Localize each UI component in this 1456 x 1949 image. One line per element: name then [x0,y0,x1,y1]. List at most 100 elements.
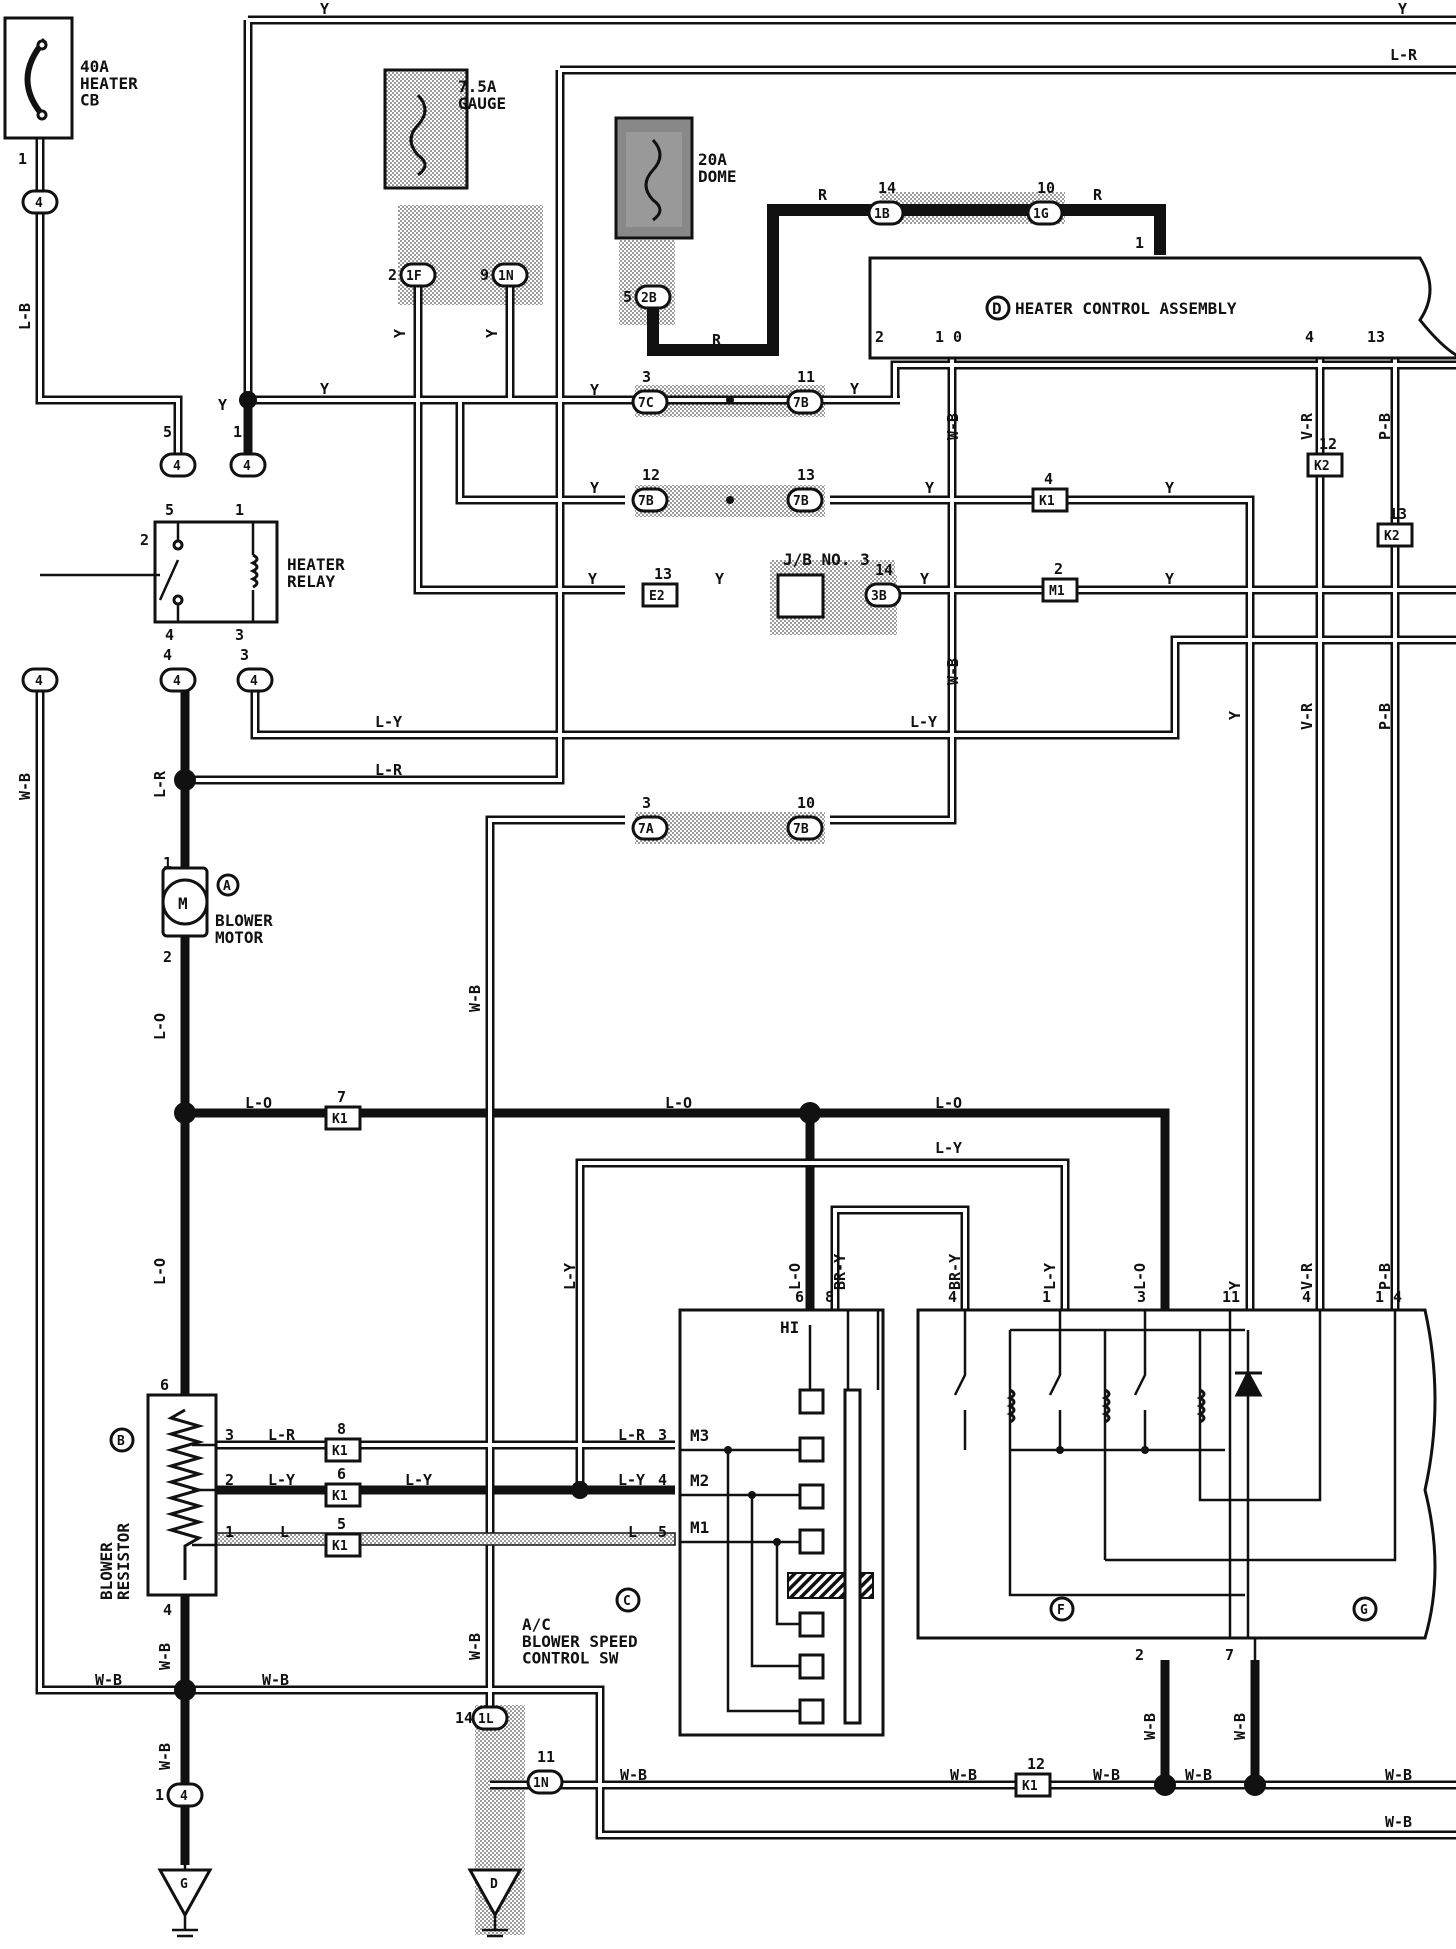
wire-color-label: W-B [1231,1713,1249,1740]
speed-sw-letter: C [623,1594,631,1609]
wire-color-label: L-Y [561,1263,579,1290]
wire-color-label: Y [925,479,934,497]
pin-number: 3 [235,626,244,644]
wire-color-label: W-B [156,1643,174,1670]
connector-4: 4 [35,196,43,211]
wire-color-label: L-Y [1041,1263,1059,1290]
jb3-title: J/B NO. 3 [783,550,870,569]
wire-color-label: W-B [620,1766,647,1784]
pin-number: 1 4 [1375,1288,1402,1306]
wire-color-label: R [712,331,722,349]
pin-number: 1 0 [935,328,962,346]
wire-color-label: L-Y [268,1471,295,1489]
wire-cores [38,18,1456,1837]
pin-number: 2 [163,948,172,966]
blower-resistor-title: BLOWERRESISTOR [97,1523,133,1600]
wire-color-label: W-B [95,1671,122,1689]
ground-d-letter: D [490,1877,498,1892]
connector-k1: K1 [332,1489,348,1504]
wire-color-label: L-R [268,1426,296,1444]
wire-color-label: L-B [16,303,34,330]
wire-color-label: BR-Y [946,1254,964,1290]
wire-color-label: L-O [665,1094,692,1112]
pin-number: 11 [797,368,815,386]
wire-color-label: W-B [1185,1766,1212,1784]
wire-color-label: L-O [151,1013,169,1040]
wire-color-label: L-Y [375,713,402,731]
wire-color-label: Y [320,380,329,398]
blower-resistor-letter: B [117,1434,125,1449]
pin-number: 8 [337,1420,346,1438]
wire-color-label: W-B [466,985,484,1012]
pin-number: 13 [1389,505,1407,523]
wire-color-label: P-B [1376,703,1394,730]
pin-number: 1 [1042,1288,1051,1306]
wire-color-label: W-B [1385,1813,1412,1831]
pin-number: 12 [1319,435,1337,453]
pin-number: 13 [1367,328,1385,346]
pin-number: 1 [225,1523,234,1541]
connector-7c: 7C [638,396,654,411]
pin-number: 13 [654,565,672,583]
wire-color-label: Y [850,380,859,398]
wire-color-label: Y [391,329,409,338]
connector-4: 4 [243,459,251,474]
connector-4: 4 [180,1789,188,1804]
pin-number: 1 [18,150,27,168]
pin-number: 4 [1302,1288,1311,1306]
pin-number: 3 [225,1426,234,1444]
unit-g-letter: G [1360,1603,1368,1618]
wire-color-label: W-B [156,1743,174,1770]
pin-number: 2 [388,266,397,284]
pin-number: 2 [1054,560,1063,578]
connector-4: 4 [173,674,181,689]
wire-color-label: V-R [1298,412,1316,440]
position-m2: M2 [690,1471,709,1490]
wire-color-label: Y [1398,0,1407,18]
connector-k2: K2 [1384,529,1400,544]
pin-number: 6 [160,1376,169,1394]
connector-3b: 3B [871,589,887,604]
wire-color-label: L-R [375,761,403,779]
wire-color-label: W-B [466,1633,484,1660]
connector-k1: K1 [1022,1779,1038,1794]
connector-7a: 7A [638,822,654,837]
wire-color-label: L-R [1390,46,1418,64]
connector-e2: E2 [649,589,665,604]
pin-number: 4 [658,1471,667,1489]
pin-number: 7 [337,1088,346,1106]
wire-color-label: L-R [151,770,169,798]
wire-color-label: Y [1226,711,1244,720]
connector-1f: 1F [406,269,422,284]
wire-color-label: W-B [262,1671,289,1689]
pin-number: 1 [163,854,172,872]
pin-number: 2 [875,328,884,346]
pin-number: 1 [233,423,242,441]
blower-motor-symbol: M [178,894,188,913]
wire-color-label: Y [320,0,329,18]
wire-color-label: L-O [151,1258,169,1285]
pin-number: 3 [658,1426,667,1444]
pin-number: 3 [240,646,249,664]
pin-number: 7 [1225,1646,1234,1664]
position-m1: M1 [690,1518,709,1537]
wire-color-label: Y [218,396,227,414]
pin-number: 5 [658,1523,667,1541]
position-m3: M3 [690,1426,709,1445]
pin-number: 9 [480,266,489,284]
connector-k1: K1 [332,1539,348,1554]
pin-number: 1 [155,1786,164,1804]
ground-g-letter: G [180,1877,188,1892]
pin-number: 10 [797,794,815,812]
wire-color-label: L-Y [405,1471,432,1489]
connector-7b: 7B [793,494,809,509]
wire-color-label: L-Y [910,713,937,731]
connector-1g: 1G [1033,207,1049,222]
pin-number: 6 [337,1465,346,1483]
connector-7b: 7B [793,822,809,837]
blower-resistor: B BLOWERRESISTOR [97,1393,218,1600]
